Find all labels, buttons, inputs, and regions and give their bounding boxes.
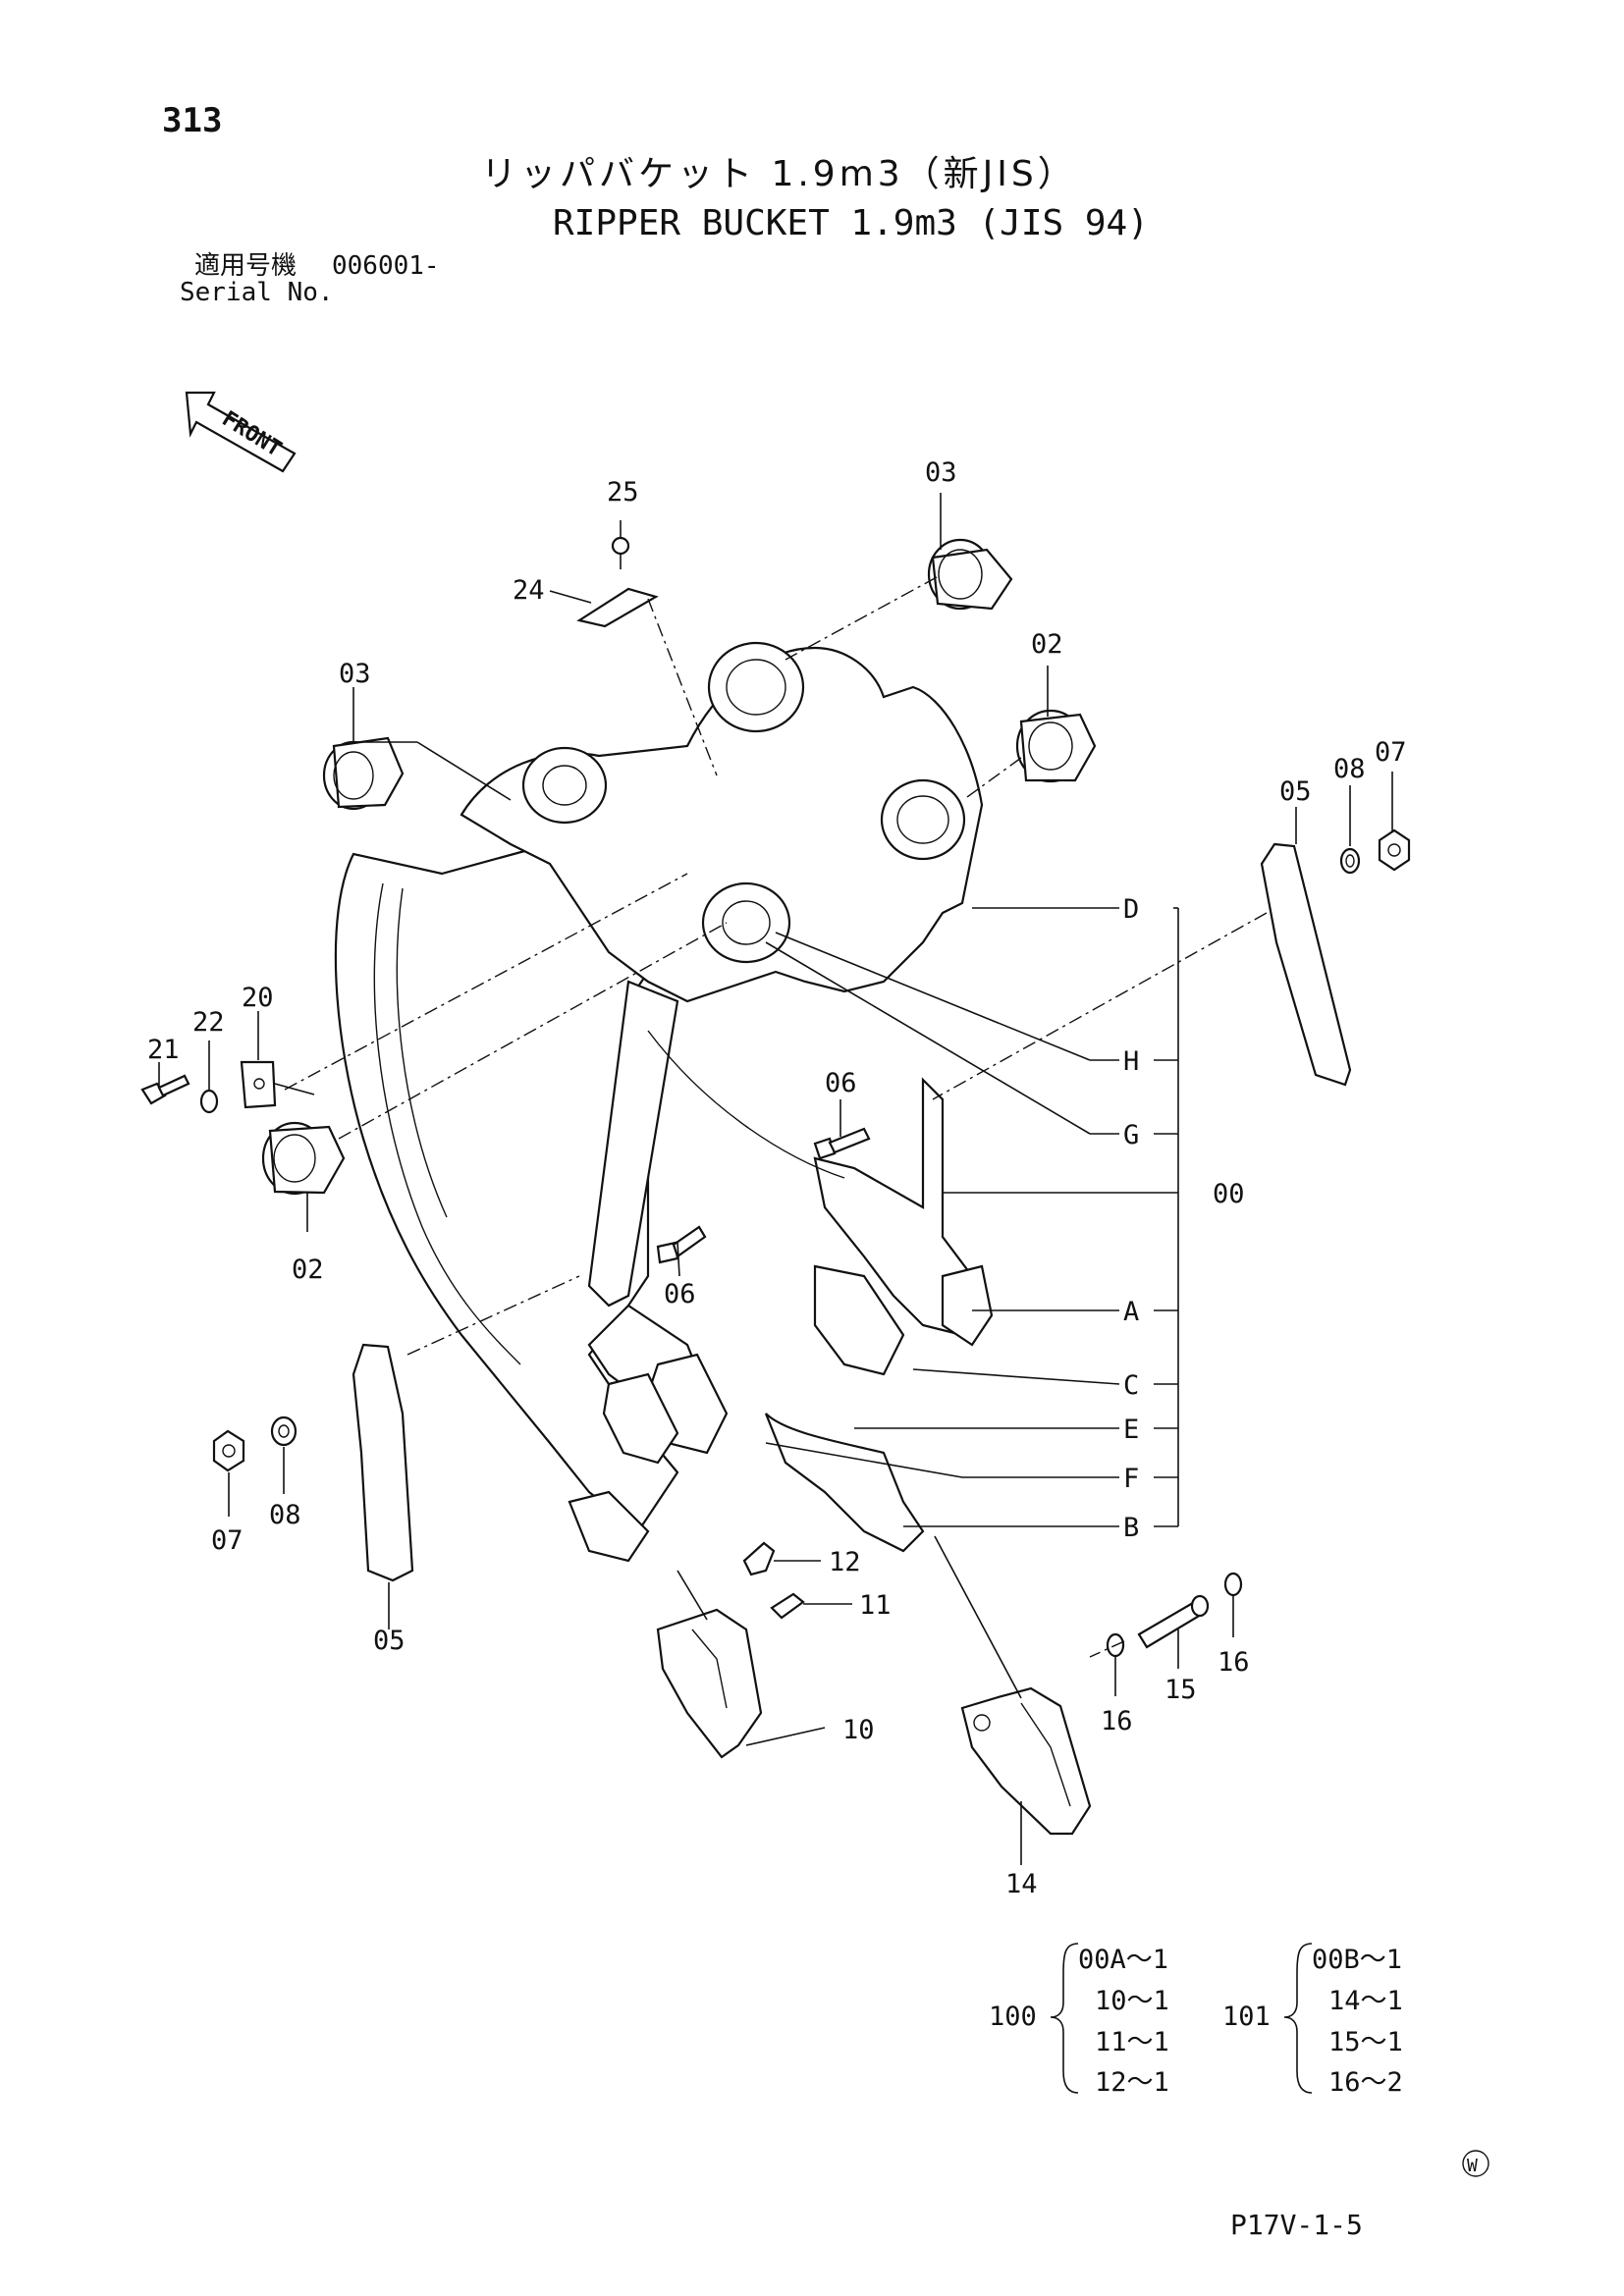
part-24-plate — [576, 587, 659, 628]
kit-100-line-4: 12～1 — [1095, 2067, 1169, 2098]
kit-100-line-3: 11～1 — [1095, 2027, 1169, 2057]
callout-06-lower: 06 — [664, 1279, 696, 1309]
kit-101-line-3: 15～1 — [1328, 2027, 1403, 2057]
callout-08-right: 08 — [1333, 754, 1366, 784]
page-number: 313 — [162, 101, 223, 140]
part-25-bolt — [611, 536, 630, 569]
part-20-plate — [240, 1060, 277, 1109]
callout-08-left: 08 — [269, 1500, 301, 1530]
callout-07-right: 07 — [1375, 737, 1407, 768]
callout-C: C — [1123, 1370, 1139, 1401]
part-11-pin — [770, 1592, 805, 1620]
kit-101-number: 101 — [1222, 2002, 1271, 2032]
part-12-lock — [742, 1541, 776, 1576]
kit-101-line-1: 00B～1 — [1312, 1945, 1403, 1975]
callout-15: 15 — [1164, 1675, 1197, 1705]
callout-B: B — [1123, 1513, 1139, 1543]
part-08-washer-left — [270, 1415, 298, 1447]
callout-20: 20 — [242, 983, 274, 1013]
callout-05-right: 05 — [1279, 776, 1312, 807]
part-08-washer-right — [1339, 847, 1361, 875]
part-16-washer-b — [1223, 1572, 1243, 1597]
part-06-bolt-a — [813, 1127, 871, 1160]
part-03-bushing-left — [322, 736, 405, 811]
callout-02-left: 02 — [292, 1255, 324, 1285]
callout-12: 12 — [829, 1547, 861, 1577]
part-14-tooth — [960, 1686, 1092, 1836]
part-07-nut-left — [212, 1429, 245, 1472]
callout-H: H — [1123, 1046, 1139, 1077]
callout-F: F — [1123, 1464, 1139, 1494]
callout-06-upper: 06 — [825, 1068, 857, 1098]
w-mark: W — [1462, 2150, 1489, 2177]
callout-22: 22 — [192, 1007, 225, 1038]
title-english: RIPPER BUCKET 1.9m3 (JIS 94) — [553, 203, 1149, 243]
callout-16-a: 16 — [1101, 1706, 1133, 1736]
kit-100-line-2: 10～1 — [1095, 1986, 1169, 2016]
kit-100-line-1: 00A～1 — [1078, 1945, 1169, 1975]
part-15-pin — [1137, 1594, 1210, 1649]
part-05-side-cutter-left — [352, 1343, 414, 1582]
callout-E: E — [1123, 1415, 1139, 1445]
callout-24: 24 — [513, 575, 545, 606]
callout-00: 00 — [1213, 1179, 1245, 1209]
title-japanese: リッパバケット 1.9m3（新JIS） — [481, 154, 1077, 194]
callout-02-right: 02 — [1031, 629, 1063, 660]
leader-lines — [158, 493, 1393, 1865]
callout-05-left: 05 — [373, 1626, 406, 1656]
kit-braces — [1050, 1943, 1313, 2094]
callout-16-b: 16 — [1218, 1647, 1250, 1678]
assembly-lines — [284, 576, 1268, 1658]
serial-value: 006001- — [332, 251, 440, 281]
callout-11: 11 — [859, 1590, 892, 1621]
part-07-nut-right — [1378, 828, 1411, 872]
bucket-body — [334, 641, 994, 1563]
kit-100-number: 100 — [989, 2002, 1037, 2032]
kit-101-line-2: 14～1 — [1328, 1986, 1403, 2016]
callout-07-left: 07 — [211, 1525, 244, 1556]
callout-A: A — [1123, 1297, 1139, 1327]
callout-03-left: 03 — [339, 659, 371, 689]
callout-10: 10 — [842, 1715, 875, 1745]
callout-03-top: 03 — [925, 457, 957, 488]
kit-101-line-4: 16～2 — [1328, 2067, 1403, 2098]
serial-label-english: Serial No. — [180, 278, 334, 307]
w-mark-letter: W — [1467, 2156, 1478, 2176]
part-05-side-cutter-right — [1260, 842, 1352, 1087]
serial-label-japanese: 適用号機 — [194, 251, 298, 281]
callout-D: D — [1123, 894, 1139, 925]
part-02-bushing-left — [261, 1121, 346, 1196]
part-06-bolt-b — [656, 1225, 707, 1264]
callout-25: 25 — [607, 477, 639, 507]
part-22-washer — [199, 1089, 219, 1114]
part-03-bushing-top — [927, 538, 1013, 611]
front-arrow: FRONT — [185, 391, 297, 473]
part-10-tooth — [656, 1608, 763, 1759]
part-21-bolt — [140, 1074, 190, 1105]
callout-G: G — [1123, 1120, 1139, 1150]
callout-14: 14 — [1005, 1869, 1038, 1899]
footer-code: P17V-1-5 — [1230, 2209, 1363, 2241]
part-02-bushing-right — [1015, 709, 1097, 783]
callout-21: 21 — [147, 1035, 180, 1065]
